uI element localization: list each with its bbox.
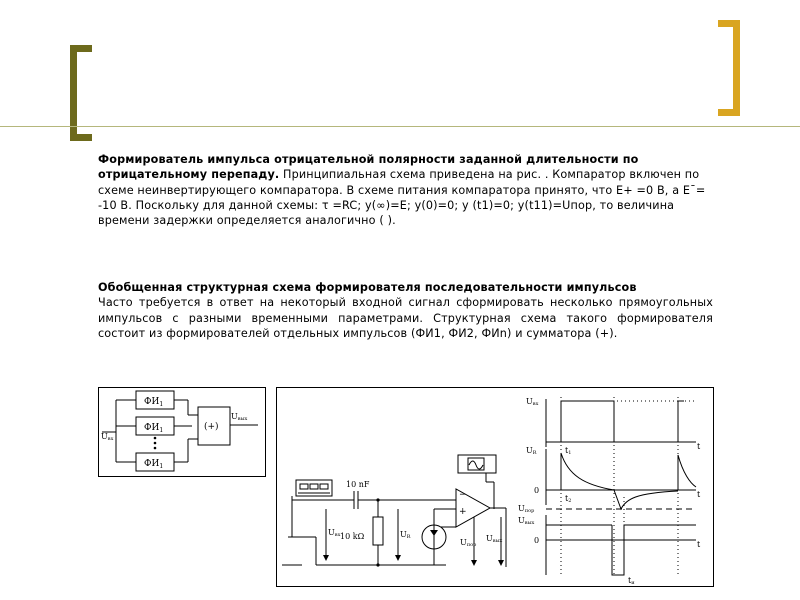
zero-label-ur: 0 — [534, 486, 539, 495]
uvh-label: Uвх — [328, 528, 341, 538]
section-2: Обобщенная структурная схема формировате… — [98, 280, 713, 341]
summator-label: (+) — [204, 421, 219, 432]
timing-uvh-label: Uвх — [526, 397, 539, 407]
tn-label: tи — [628, 576, 635, 586]
circuit-timing-diagram: 10 nF 10 kΩ Uвх UR Uпор Uвых + − Uвх UR … — [276, 387, 714, 587]
upor-circuit-label: Uпор — [460, 538, 476, 548]
t1-label: t1 — [565, 446, 571, 456]
section-2-title: Обобщенная структурная схема формировате… — [98, 281, 637, 294]
t-label-middle: t — [697, 490, 701, 499]
section-1-title-line-2: отрицательному перепаду. — [98, 168, 280, 182]
t2-label: t2 — [565, 494, 571, 504]
t-label-top: t — [697, 442, 701, 451]
header-rule — [0, 126, 800, 127]
fi1-label-bottom: ФИ1 — [144, 459, 163, 470]
timing-upor-label: Uпор — [518, 504, 534, 514]
capacitor-label: 10 nF — [346, 480, 370, 489]
fi1-label-top: ФИ1 — [144, 397, 163, 408]
timing-ur-label: UR — [526, 446, 537, 456]
opamp-minus-label: − — [459, 490, 467, 500]
section-1: Формирователь импульса отрицательной пол… — [98, 152, 713, 228]
zero-label-uvyh: 0 — [534, 536, 539, 545]
t-label-bottom: t — [697, 540, 701, 549]
section-2-body: Часто требуется в ответ на некоторый вхо… — [98, 296, 713, 340]
resistor-label: 10 kΩ — [340, 532, 365, 541]
uin-label: Uвх — [101, 432, 114, 442]
uout-label: Uвых — [231, 412, 248, 422]
right-bracket-decoration — [718, 20, 740, 116]
ur-label: UR — [400, 530, 411, 540]
timing-uvyh-label: Uвых — [518, 516, 535, 526]
fi1-label-middle: ФИ1 — [144, 423, 163, 434]
left-bracket-decoration — [70, 45, 92, 141]
block-diagram: ФИ1 ФИ1 ФИ1 (+) Uвх Uвых — [98, 387, 266, 477]
opamp-plus-label: + — [459, 507, 467, 517]
section-1-title-line-1: Формирователь импульса отрицательной пол… — [98, 153, 639, 166]
uvyh-circuit-label: Uвых — [486, 534, 503, 544]
section-1-body: Принципиальная схема приведена на рис. .… — [98, 168, 706, 228]
